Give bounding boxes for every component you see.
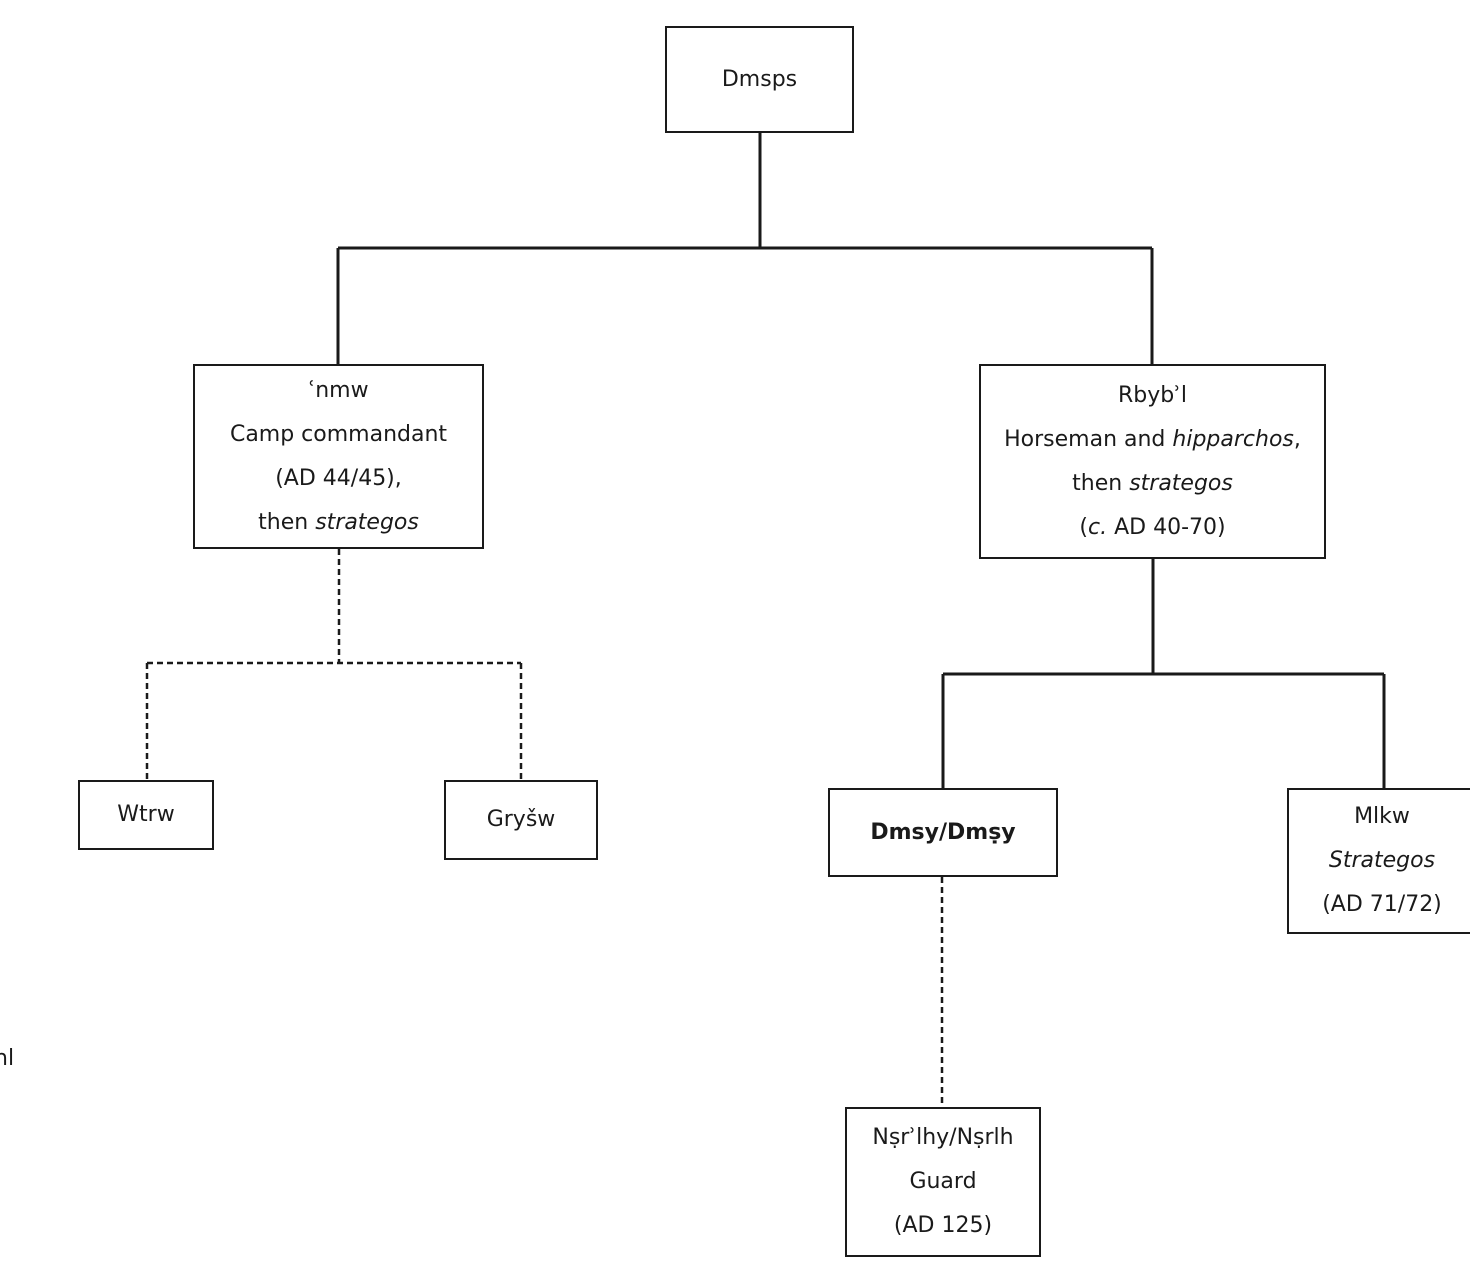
node-nsrlhy: Nṣrʾlhy/Nṣrlh Guard (AD 125) [845,1107,1041,1257]
node-rbybl-date: (c. AD 40-70) [1079,506,1225,550]
node-mlkw-date: (AD 71/72) [1322,892,1442,917]
node-nmw-role: Camp commandant [229,421,448,447]
node-nmw-date: (AD 44/45), [275,465,402,491]
node-dmsps-name: Dmsps [721,66,798,92]
node-nsrlhy-role: Guard [909,1169,977,1194]
node-grysw-name: Gryšw [486,807,556,832]
node-rbybl-date-rest: AD 40-70) [1107,514,1226,540]
node-rbybl: Rbybʾl Horseman and hipparchos, then str… [979,364,1326,559]
node-nsrlhy-date: (AD 125) [893,1213,993,1238]
edge-rbybl-children [941,559,1386,788]
node-mlkw: Mlkw Strategos (AD 71/72) [1287,788,1470,934]
node-nmw-later-title: strategos [315,509,419,535]
node-dmsy-name: Dmsy/Dmṣy [870,819,1016,845]
node-nmw-later-prefix: then [258,509,316,535]
node-mlkw-name: Mlkw [1354,804,1410,829]
node-rbybl-later-title: strategos [1129,470,1233,496]
node-dmsy: Dmsy/Dmṣy [828,788,1058,877]
node-nsrlhy-name: Nṣrʾlhy/Nṣrlh [872,1125,1014,1150]
node-rbybl-name: Rbybʾl [1117,382,1188,408]
node-rbybl-date-circa: c. [1088,514,1108,540]
node-rbybl-role-suffix: , [1293,426,1301,452]
node-dmsps: Dmsps [665,26,854,133]
node-rbybl-later: then strategos [1072,462,1233,506]
node-grysw: Gryšw [444,780,598,860]
node-nmw-name: ʿnmw [308,377,369,403]
node-wtrw-name: Wtrw [117,802,175,827]
node-rbybl-role-prefix: Horseman and [1004,426,1173,452]
edge-dmsps-children [336,133,1154,364]
node-rbybl-later-prefix: then [1072,470,1130,496]
edge-nmw-children [145,549,523,780]
node-mlkw-role: Strategos [1328,848,1436,873]
node-wtrw: Wtrw [78,780,214,850]
node-nmw-later: then strategos [258,501,419,545]
node-rbybl-role-title: hipparchos [1172,426,1294,452]
node-rbybl-role: Horseman and hipparchos, [1004,418,1301,462]
node-rbybl-date-prefix: ( [1079,514,1088,540]
margin-text-fragment: nl [0,1046,15,1071]
node-nmw: ʿnmw Camp commandant (AD 44/45), then st… [193,364,484,549]
